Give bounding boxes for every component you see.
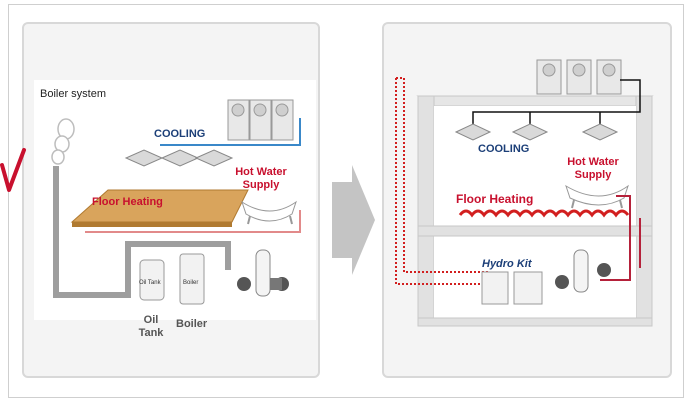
oil-tank-icon xyxy=(139,259,165,301)
boiler-system-title: Boiler system xyxy=(40,88,107,100)
hydro-kit-icon xyxy=(481,271,543,305)
left-hot-water-label: Hot Water Supply xyxy=(235,166,287,191)
arrow-icon xyxy=(332,165,375,275)
lg-floor-coil xyxy=(458,209,630,218)
lg-outdoor-units xyxy=(536,59,622,95)
refrigerant-pipe xyxy=(395,77,490,285)
right-hot-water-label: Hot Water Supply xyxy=(567,156,619,181)
hydro-kit-label: Hydro Kit xyxy=(482,258,532,270)
hot-water-pipe xyxy=(600,195,631,281)
lg-bathtub-icon xyxy=(565,184,629,209)
cooling-pipe xyxy=(160,118,301,146)
outdoor-unit xyxy=(227,99,294,141)
cassette-units xyxy=(124,149,234,167)
boiler-label: Boiler xyxy=(176,318,208,330)
pump-tank-icon xyxy=(237,249,289,297)
right-floor-heating-label: Floor Heating xyxy=(456,192,534,206)
right-cooling-label: COOLING xyxy=(478,143,530,155)
smoke-icon xyxy=(51,118,75,165)
boiler-small-label: Boiler xyxy=(183,280,199,286)
oil-tank-small-label: Oil Tank xyxy=(139,280,161,286)
left-floor-heating-label: Floor Heating xyxy=(92,196,163,208)
check-icon xyxy=(0,148,26,192)
floor-heating-pipe xyxy=(85,210,301,233)
lg-pump-tank-icon xyxy=(555,249,611,293)
left-cooling-label: COOLING xyxy=(154,128,206,140)
boiler-icon xyxy=(179,253,205,305)
control-wire xyxy=(472,79,641,124)
bathtub-icon xyxy=(241,200,297,225)
lg-cassette-units xyxy=(454,123,619,141)
chimney-pipe xyxy=(53,166,231,298)
oil-tank-label: Oil Tank xyxy=(138,314,164,339)
